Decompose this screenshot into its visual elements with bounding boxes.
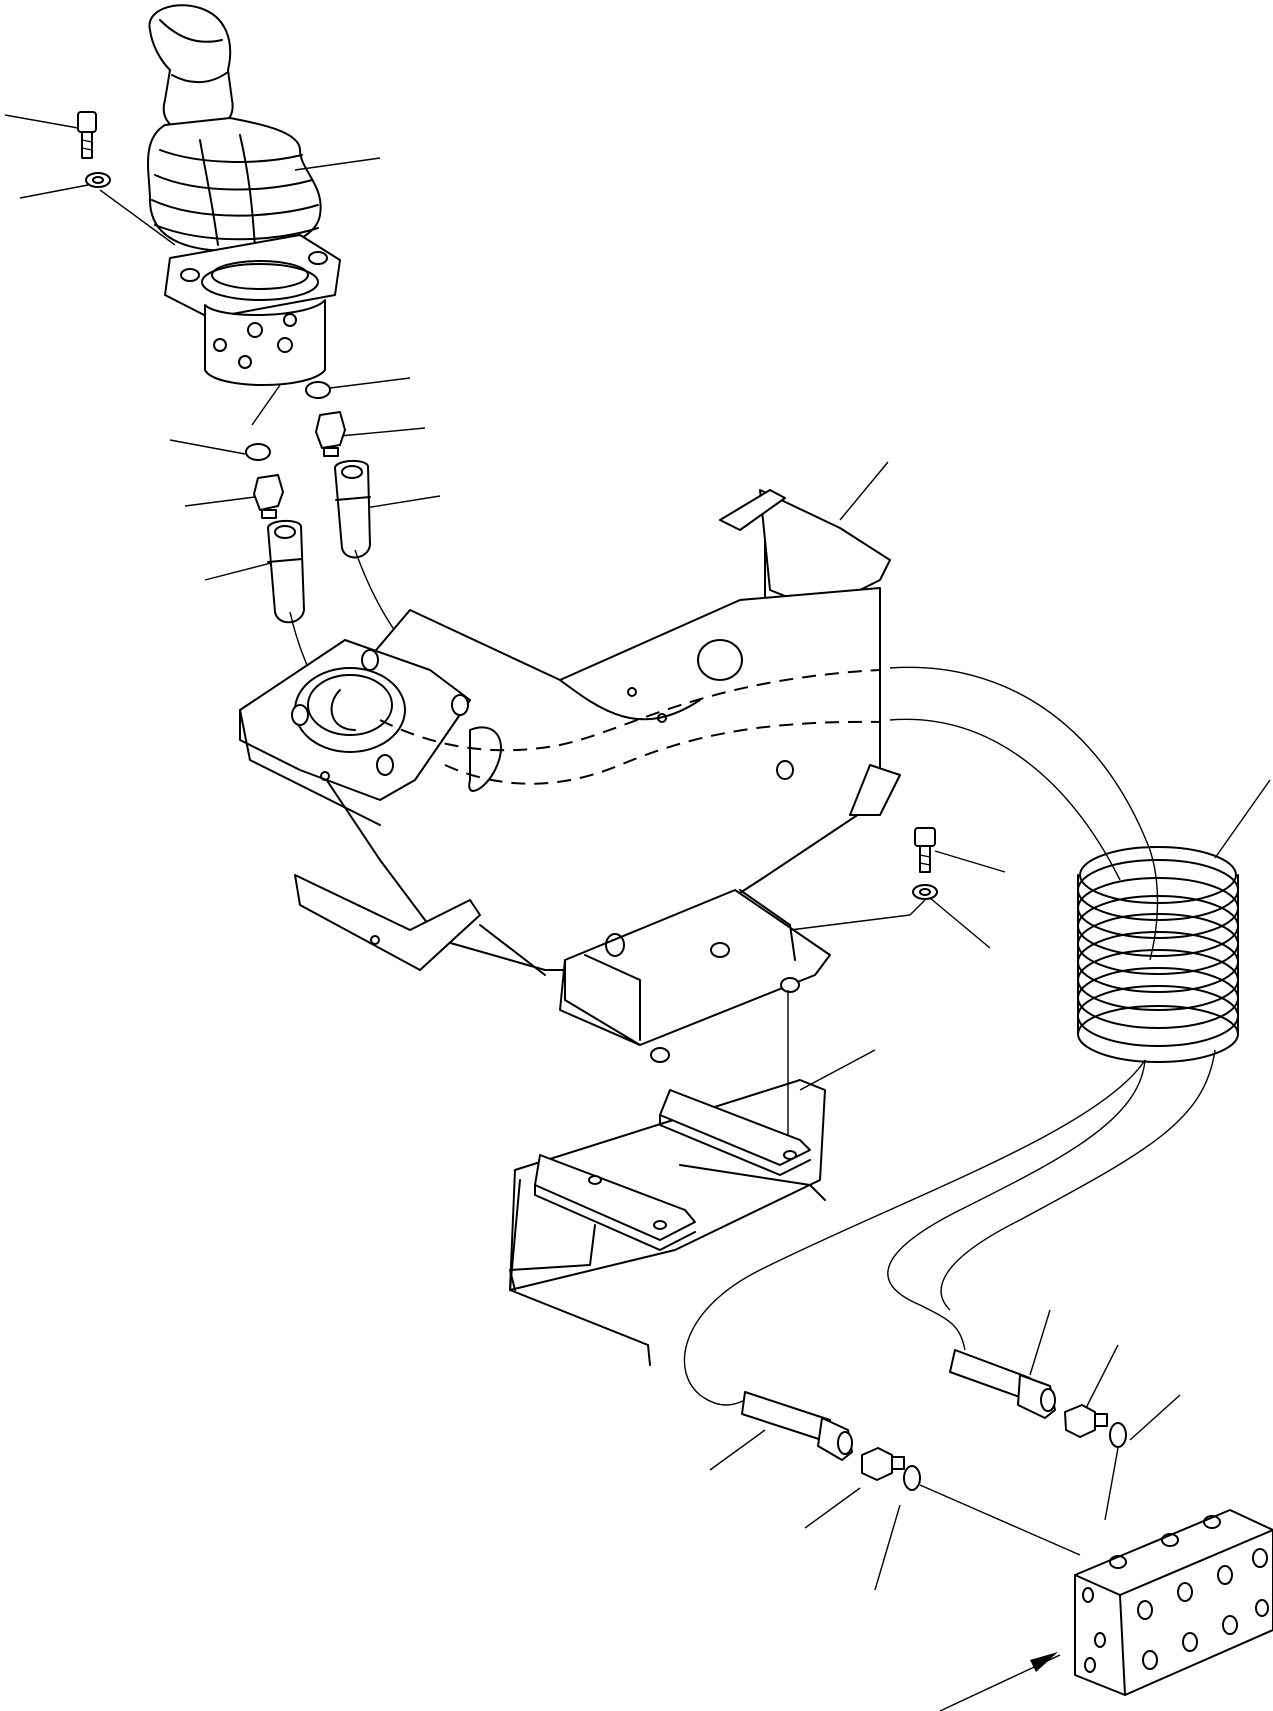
console-bracket (239, 489, 901, 1063)
leader-lines (4, 114, 1271, 1711)
washer-side (912, 884, 938, 900)
distribution-block (1074, 1509, 1273, 1696)
washer-top (85, 172, 111, 188)
adapter (861, 1404, 1108, 1481)
joystick-assembly (147, 4, 341, 386)
hose-end (267, 460, 371, 624)
arrow-icon (1030, 1652, 1058, 1672)
o-ring (245, 381, 331, 461)
hose-end (741, 1349, 1056, 1461)
coiled-hose (1077, 846, 1239, 1063)
mounting-plate (509, 1079, 826, 1366)
capscrew-top (77, 111, 97, 159)
adapter (253, 411, 346, 519)
o-ring (903, 1422, 1127, 1491)
capscrew-side (914, 827, 936, 873)
